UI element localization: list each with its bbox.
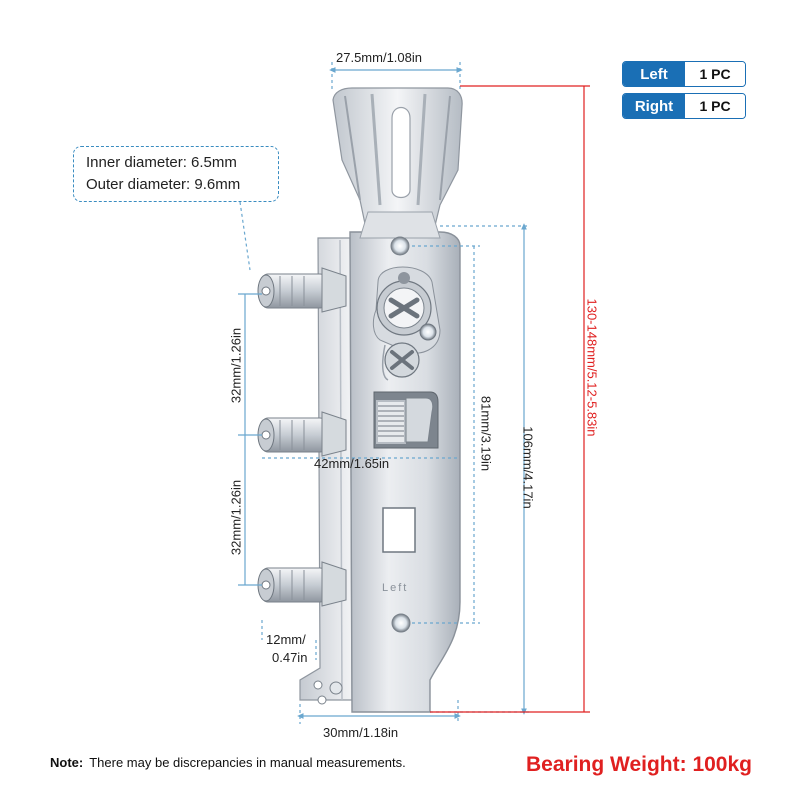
dim-mid-width: 42mm/1.65in	[314, 456, 390, 471]
note-body: There may be discrepancies in manual mea…	[89, 755, 406, 770]
hinge-main-plate	[349, 211, 461, 713]
outer-diameter: Outer diameter: 9.6mm	[86, 176, 241, 193]
legend-left: Left 1 PC	[622, 61, 746, 87]
flange-hole	[329, 681, 343, 695]
pivot-screw-assembly	[372, 266, 441, 354]
dim-pitch-upper: 32mm/1.26in	[228, 327, 244, 404]
pin-lower	[257, 561, 347, 607]
square-hole	[382, 507, 416, 553]
legend-left-label: Left	[623, 62, 685, 86]
total-height-line	[430, 85, 590, 713]
small-screw	[381, 342, 420, 381]
flange-hole	[313, 680, 323, 690]
legend-right-label: Right	[623, 94, 685, 118]
bottom-mounting-hole	[391, 613, 411, 633]
dim-total-height: 130-148mm/5.12-5.83in	[584, 298, 600, 437]
note-label: Note:	[50, 755, 84, 770]
legend-right: Right 1 PC	[622, 93, 746, 119]
pin-upper	[257, 267, 347, 313]
hinge-hook	[332, 87, 463, 239]
legend-left-qty: 1 PC	[685, 62, 745, 86]
bearing-weight: Bearing Weight: 100kg	[526, 753, 752, 776]
dim-bottom-width: 30mm/1.18in	[323, 725, 399, 740]
dim-top-width: 27.5mm/1.08in	[336, 50, 422, 65]
flange-hole	[317, 695, 327, 705]
legend-right-qty: 1 PC	[685, 94, 745, 118]
dim-plate-height: 106mm/4.17in	[520, 426, 536, 509]
note-text: Note: There may be discrepancies in manua…	[50, 755, 406, 770]
inner-diameter: Inner diameter: 6.5mm	[86, 154, 237, 171]
dim-pitch-lower: 32mm/1.26in	[228, 479, 244, 556]
pin-middle	[257, 411, 347, 457]
top-mounting-hole	[390, 236, 410, 256]
dim-pin-offset-mm: 12mm/	[266, 632, 306, 647]
dim-hole-span: 81mm/3.19in	[478, 395, 494, 472]
diameter-callout: Inner diameter: 6.5mm Outer diameter: 9.…	[73, 146, 279, 202]
plate-engraving: Left	[382, 582, 408, 594]
dim-pin-offset-in: 0.47in	[272, 650, 308, 665]
adjustment-bolt-window	[373, 391, 439, 449]
